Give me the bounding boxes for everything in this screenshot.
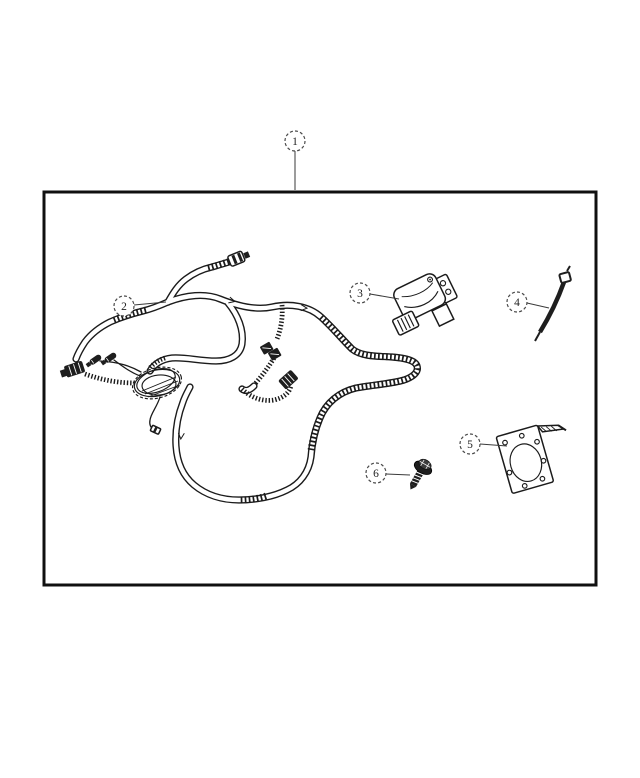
connector-body (393, 273, 447, 321)
coil-tail-wire (149, 396, 161, 431)
callout-3: 3 (349, 282, 400, 304)
left-branch-connector (59, 361, 85, 378)
callout-1-label: 1 (292, 136, 298, 148)
callout-5-leader (479, 443, 508, 447)
bullet-wire-1 (99, 360, 142, 373)
callout-2-leader (133, 301, 167, 306)
callout-2-circle (113, 295, 135, 317)
drop-loom-upper (274, 304, 285, 340)
callout-4-circle (506, 291, 528, 313)
callout-6: 6 (365, 462, 411, 484)
left-connector-loom (84, 371, 136, 386)
callout-1-circle (284, 130, 306, 152)
callout-1: 1 (284, 130, 306, 190)
bullet-terminal-1 (85, 354, 102, 368)
tie-strap-drawing (534, 265, 572, 342)
callout-5: 5 (459, 433, 508, 455)
connector-body-arc-2 (401, 282, 434, 298)
tube-tick (177, 432, 185, 441)
loom-near-coil (148, 355, 166, 370)
loom-diagonal-and-hook (307, 314, 421, 451)
callout-2: 2 (113, 295, 167, 317)
coil-tail-fitting (149, 424, 162, 435)
drop-loom-mid (252, 356, 277, 387)
bullet-terminal-2 (100, 352, 117, 366)
callout-6-circle (365, 462, 387, 484)
callout-4: 4 (506, 291, 550, 313)
kit-boundary-box (42, 190, 598, 587)
drop-terminal-a (260, 341, 274, 355)
drop-terminal-b (268, 347, 282, 361)
connector-body-arc (404, 290, 439, 308)
callout-6-label: 6 (373, 468, 379, 480)
loom-left-branch (110, 306, 147, 325)
drop-loom-return (240, 384, 294, 403)
bracket-oval-hole (509, 443, 543, 483)
screw-drawing (409, 458, 433, 490)
connector-flange-hole-2 (445, 288, 452, 295)
upper-branch-fitting (227, 250, 251, 267)
tie-strap-body (538, 281, 567, 334)
callout-3-circle (349, 282, 371, 304)
tube-tick (300, 304, 309, 312)
callout-2-label: 2 (121, 301, 127, 313)
harness-middle-drop-connectors (240, 304, 298, 403)
bracket-drawing (495, 424, 567, 494)
drop-connector-plug (278, 370, 298, 389)
callout-6-leader (385, 473, 411, 476)
callout-3-label: 3 (357, 288, 363, 300)
connector-drawing (391, 273, 458, 336)
harness-middle-tube-core (150, 303, 242, 371)
screw-tip (409, 483, 417, 490)
callout-5-label: 5 (467, 439, 473, 451)
tube-tick (228, 296, 237, 304)
tie-strap-head-nub (566, 265, 571, 272)
bracket-flange-tip (557, 424, 567, 432)
connector-foot (430, 302, 455, 328)
connector-snout (391, 310, 420, 336)
loom-bottom-section (238, 492, 268, 504)
wire-coil (131, 366, 183, 400)
bullet-wire-2 (113, 359, 141, 377)
callout-4-leader (526, 302, 550, 309)
tie-strap-tip (534, 331, 541, 342)
connector-screw-dot (427, 276, 434, 283)
wiring-harness-drawing (59, 250, 421, 504)
tie-strap-head (558, 271, 572, 284)
callout-4-label: 4 (514, 297, 520, 309)
connector-flange-hole-1 (439, 280, 447, 287)
loom-upper-branch-tip (207, 257, 232, 272)
callout-5-circle (459, 433, 481, 455)
callout-3-leader (369, 293, 400, 300)
